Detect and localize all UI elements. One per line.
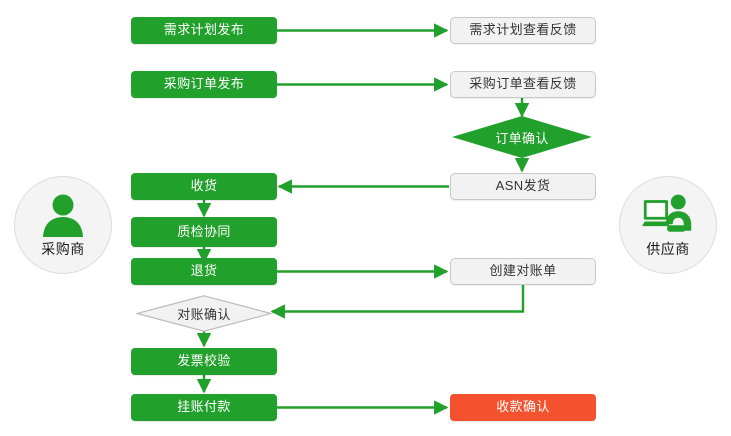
node-label: 需求计划查看反馈 bbox=[469, 22, 577, 38]
node-credit-payment[interactable]: 挂账付款 bbox=[131, 394, 277, 421]
node-label: 退货 bbox=[190, 263, 218, 279]
node-create-statement[interactable]: 创建对账单 bbox=[450, 258, 596, 285]
node-label: 收货 bbox=[190, 178, 218, 194]
node-receipt-confirm[interactable]: 收款确认 bbox=[450, 394, 596, 421]
node-order-confirm[interactable]: 订单确认 bbox=[452, 116, 592, 158]
node-label: ASN发货 bbox=[495, 178, 551, 194]
node-label: 收款确认 bbox=[496, 399, 550, 415]
node-invoice-verify[interactable]: 发票校验 bbox=[131, 348, 277, 375]
node-label: 采购订单发布 bbox=[163, 76, 245, 92]
node-receive-goods[interactable]: 收货 bbox=[131, 173, 277, 200]
person-computer-icon bbox=[642, 194, 692, 232]
node-po-feedback[interactable]: 采购订单查看反馈 bbox=[450, 71, 596, 98]
node-po-publish[interactable]: 采购订单发布 bbox=[131, 71, 277, 98]
actor-buyer[interactable]: 采购商 bbox=[14, 176, 112, 274]
node-label: 订单确认 bbox=[495, 130, 549, 146]
node-statement-confirm[interactable]: 对账确认 bbox=[136, 295, 272, 332]
node-label: 质检协同 bbox=[177, 223, 231, 239]
node-qc-collab[interactable]: 质检协同 bbox=[131, 217, 277, 247]
person-icon bbox=[43, 194, 83, 237]
node-label: 发票校验 bbox=[177, 353, 231, 369]
actor-supplier-label: 供应商 bbox=[646, 240, 690, 257]
node-label: 挂账付款 bbox=[177, 399, 231, 415]
node-label: 采购订单查看反馈 bbox=[469, 76, 577, 92]
node-label: 需求计划发布 bbox=[163, 22, 245, 38]
node-asn-ship[interactable]: ASN发货 bbox=[450, 173, 596, 200]
node-label: 创建对账单 bbox=[489, 263, 557, 279]
node-label: 对账确认 bbox=[177, 307, 231, 322]
diamond-shape-green bbox=[452, 116, 592, 158]
node-demand-plan-publish[interactable]: 需求计划发布 bbox=[131, 17, 277, 44]
actor-supplier[interactable]: 供应商 bbox=[619, 176, 717, 274]
node-return-goods[interactable]: 退货 bbox=[131, 258, 277, 285]
edge-create-statement-to-statement-confirm bbox=[270, 285, 525, 319]
actor-buyer-label: 采购商 bbox=[41, 240, 85, 257]
node-demand-plan-feedback[interactable]: 需求计划查看反馈 bbox=[450, 17, 596, 44]
